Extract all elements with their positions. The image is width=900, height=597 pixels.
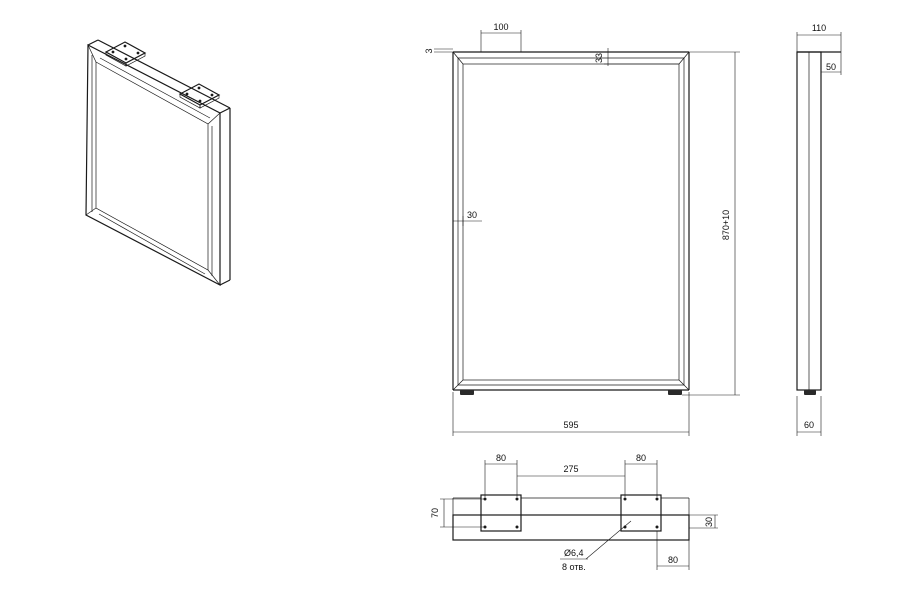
iso-frame-outer: [85, 44, 221, 286]
front-frame-inner: [462, 63, 680, 381]
top-tube: [452, 514, 690, 541]
top-plate-right: [620, 494, 662, 532]
top-plate-left: [480, 494, 522, 532]
dim-plate-left: 80: [496, 453, 506, 463]
side-foot: [804, 390, 816, 395]
front-view: 100 3 33 30 870+10 595: [424, 22, 740, 436]
hole-diameter: Ø6,4: [564, 548, 584, 558]
dim-tube-depth-bottom: 60: [804, 420, 814, 430]
dim-plate-spacing: 275: [563, 464, 578, 474]
foot-left: [460, 390, 474, 395]
iso-frame-inner: [95, 61, 209, 271]
dim-plate-right: 80: [636, 453, 646, 463]
dim-tube-width: 30: [467, 210, 477, 220]
dim-height: 870+10: [721, 210, 731, 240]
dim-plate-depth: 110: [812, 23, 826, 33]
top-view: 80 275 80 70 30 80 Ø6,4 8 отв.: [430, 453, 718, 572]
dim-top-plate-width: 100: [493, 22, 508, 32]
foot-right: [668, 390, 682, 395]
dim-top-offset: 33: [594, 53, 604, 63]
dim-overall-width: 595: [563, 420, 578, 430]
dim-tube-height: 30: [704, 517, 714, 527]
hole-count: 8 отв.: [562, 562, 586, 572]
dim-plate-height: 70: [430, 508, 440, 518]
side-view: 110 50 60: [796, 23, 842, 436]
dim-tube-depth-top: 50: [826, 62, 836, 72]
isometric-view: [85, 39, 231, 286]
dim-end-offset: 80: [668, 555, 678, 565]
dim-plate-thickness: 3: [424, 48, 434, 53]
hole-leader: [585, 520, 632, 560]
